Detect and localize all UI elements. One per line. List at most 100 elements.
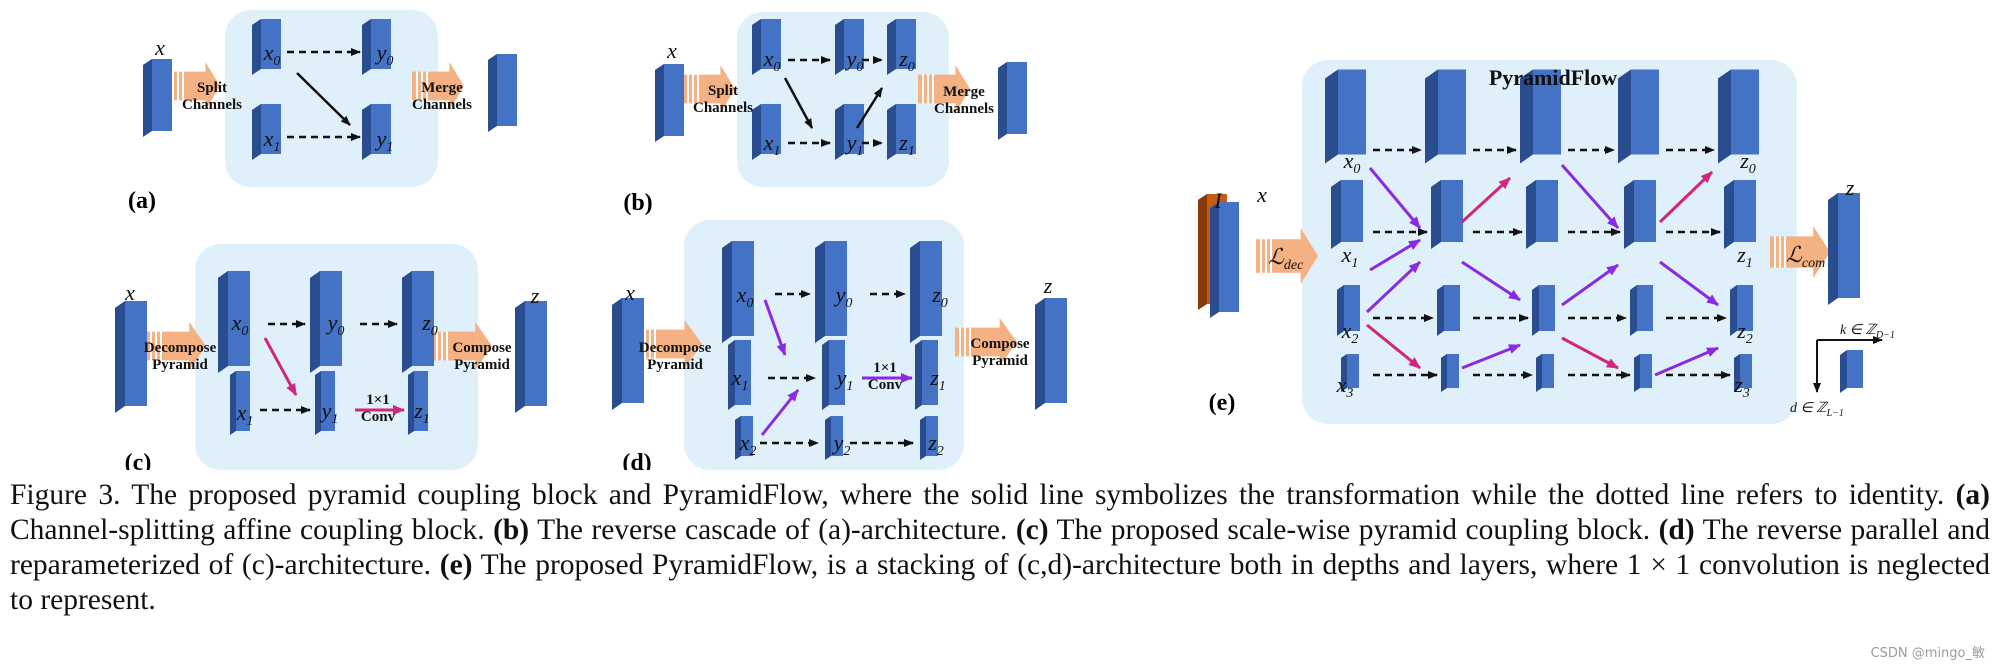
label-c-x: x bbox=[124, 280, 135, 305]
block-b-z1 bbox=[887, 104, 916, 160]
arrow-e-p6 bbox=[1560, 164, 1620, 229]
block-c-x0 bbox=[218, 271, 250, 373]
block-e-r2-c3 bbox=[1630, 285, 1653, 336]
arrow-b-x0-y1 bbox=[783, 77, 814, 129]
label-d-x: x bbox=[624, 280, 635, 305]
block-b-output bbox=[998, 62, 1027, 140]
block-e-r1-c3 bbox=[1624, 180, 1656, 249]
block-a-y1 bbox=[362, 104, 391, 160]
arrow-e-p3 bbox=[1365, 260, 1422, 314]
panel-e-label: (e) bbox=[1209, 390, 1236, 416]
label-e-axis-k: k ∈ ℤD−1 bbox=[1840, 323, 1895, 341]
block-e-r3-c2 bbox=[1536, 354, 1554, 392]
arrow-d-decompose bbox=[640, 320, 702, 368]
block-e-r2-c1 bbox=[1437, 285, 1460, 336]
block-d-z0 bbox=[910, 241, 942, 343]
arrow-e-p2 bbox=[1369, 238, 1421, 272]
block-e-input bbox=[1210, 202, 1239, 318]
arrow-e-m2 bbox=[1460, 176, 1512, 224]
block-a-x1 bbox=[252, 104, 281, 160]
block-d-y2 bbox=[825, 416, 843, 460]
panel-e-title: PyramidFlow bbox=[1489, 65, 1617, 90]
arrow-e-p1 bbox=[1368, 167, 1422, 229]
block-c-z1 bbox=[408, 371, 428, 435]
block-a-y0 bbox=[362, 19, 391, 75]
block-e-r0-c3 bbox=[1618, 69, 1659, 164]
block-e-r0-c1 bbox=[1425, 69, 1466, 164]
label-e-z: z bbox=[1845, 175, 1855, 200]
block-c-input bbox=[115, 301, 147, 413]
block-c-z0 bbox=[402, 271, 434, 373]
label-e-axis-d: d ∈ ℤL−1 bbox=[1790, 401, 1844, 419]
arrow-d-compose bbox=[955, 318, 1017, 366]
block-d-x0 bbox=[722, 241, 754, 343]
caption-lead: Figure 3. The proposed pyramid coupling … bbox=[10, 479, 1956, 511]
watermark: CSDN @mingo_敏 bbox=[1870, 646, 1985, 661]
block-e-r2-c2 bbox=[1532, 285, 1555, 336]
block-e-r3-c4 bbox=[1734, 354, 1752, 392]
block-d-z2 bbox=[920, 416, 938, 460]
caption-a-tag: (a) bbox=[1955, 479, 1990, 511]
block-d-x1 bbox=[728, 340, 751, 410]
block-e-r0-c0 bbox=[1325, 69, 1366, 164]
label-a-x: x bbox=[154, 35, 165, 60]
caption-e-tag: (e) bbox=[439, 549, 473, 581]
block-a-output bbox=[488, 54, 517, 132]
block-d-y1 bbox=[822, 340, 845, 410]
block-a-input bbox=[143, 59, 172, 137]
block-e-r0-c4 bbox=[1718, 69, 1759, 164]
arrow-c-x0-y1 bbox=[263, 337, 298, 396]
block-d-y0 bbox=[815, 241, 847, 343]
block-d-input bbox=[612, 298, 644, 410]
block-e-output bbox=[1828, 193, 1860, 305]
arrow-d-x2-y1 bbox=[760, 389, 800, 436]
arrow-e-m4 bbox=[1658, 170, 1714, 224]
arrow-e-p9 bbox=[1654, 346, 1719, 377]
block-c-y0 bbox=[310, 271, 342, 373]
label-e-I: I bbox=[1213, 188, 1223, 213]
block-c-y1 bbox=[315, 371, 335, 435]
block-b-y0 bbox=[835, 19, 864, 75]
block-e-r1-c1 bbox=[1431, 180, 1463, 249]
block-c-output bbox=[515, 301, 547, 413]
figure-caption: Figure 3. The proposed pyramid coupling … bbox=[10, 478, 1990, 618]
arrow-e-p4 bbox=[1461, 260, 1521, 302]
block-e-r0-c2 bbox=[1520, 69, 1561, 164]
caption-c-text: The proposed scale-wise pyramid coupling… bbox=[1048, 514, 1659, 546]
block-e-r2-c0 bbox=[1337, 285, 1360, 336]
panel-c-label: (c) bbox=[125, 450, 152, 470]
block-d-output bbox=[1035, 298, 1067, 410]
caption-a-text: Channel-splitting affine coupling block. bbox=[10, 514, 494, 546]
arrow-c-compose bbox=[432, 322, 492, 370]
block-e-r2-c4 bbox=[1730, 285, 1753, 336]
block-a-x0 bbox=[252, 19, 281, 75]
block-e-legend bbox=[1840, 350, 1863, 393]
caption-b-text: The reverse cascade of (a)-architecture. bbox=[529, 514, 1016, 546]
block-b-z0 bbox=[887, 19, 916, 75]
block-e-r1-c2 bbox=[1526, 180, 1558, 249]
block-e-r1-c0 bbox=[1331, 180, 1363, 249]
arrow-e-p7 bbox=[1561, 263, 1619, 307]
arrow-a-merge bbox=[412, 62, 464, 110]
block-d-x2 bbox=[735, 416, 753, 460]
caption-b-tag: (b) bbox=[493, 514, 530, 546]
arrow-b-y1-z0 bbox=[855, 87, 884, 129]
label-e-x: x bbox=[1256, 182, 1267, 207]
arrow-b-split bbox=[683, 65, 735, 113]
arrow-e-dec bbox=[1256, 228, 1318, 284]
arrow-a-x0-y1 bbox=[296, 72, 351, 126]
panel-b-label: (b) bbox=[623, 190, 652, 216]
label-b-x: x bbox=[666, 38, 677, 63]
panel-d-label: (d) bbox=[622, 450, 651, 470]
block-e-r3-c0 bbox=[1341, 354, 1359, 392]
block-b-x0 bbox=[752, 19, 781, 75]
